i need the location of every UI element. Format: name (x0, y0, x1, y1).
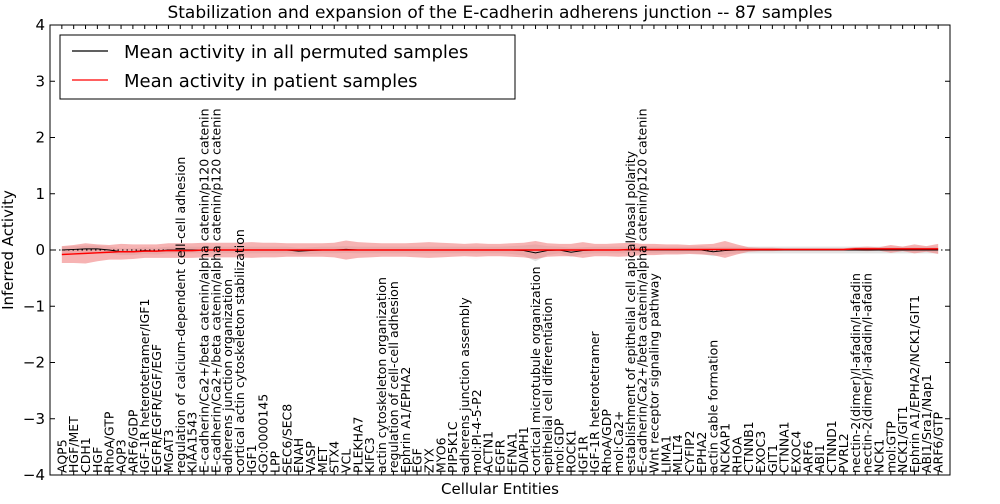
y-tick-label: −4 (23, 466, 45, 484)
x-tick-label: MET (315, 446, 330, 473)
legend-box (59, 34, 516, 100)
x-tick-label: Ephrin A1/EPHA2 (398, 367, 413, 473)
x-tick-label: EFNA1 (504, 432, 519, 473)
band-patient (61, 240, 939, 264)
x-tick-label: EXOC3 (753, 431, 768, 473)
x-tick-label: DIAPH1 (516, 426, 531, 473)
x-tick-label: RhoA/GDP (599, 409, 614, 473)
x-tick-label: NCK1 (871, 439, 886, 473)
x-tick-label: CYFIP2 (682, 430, 697, 473)
x-tick-label: IGF1R (575, 435, 590, 473)
x-tick-label: SEC6/SEC8 (279, 404, 294, 473)
x-tick-label: PIP5K1C (445, 421, 460, 473)
y-tick-label: 0 (35, 241, 45, 259)
x-tick-label: cortical microtubule organization (528, 266, 543, 473)
x-tick-label: RHOA (729, 436, 744, 473)
x-tick-label: NCKAP1 (718, 423, 733, 473)
x-tick-label: ZYX (421, 448, 436, 473)
x-tick-label: PLEKHA7 (350, 416, 365, 473)
x-tick-label: E-cadherin/Ca2+/beta catenin/alpha caten… (196, 108, 211, 473)
y-axis-label: Inferred Activity (0, 190, 17, 310)
y-tick-label: −1 (23, 297, 45, 315)
x-tick-label: establishment of epithelial cell apical/… (623, 150, 638, 473)
x-tick-label: PVRL2 (836, 433, 851, 473)
y-tick-label: −2 (23, 354, 45, 372)
x-tick-label: Wnt receptor signaling pathway (646, 273, 661, 473)
x-tick-label: EGF (410, 448, 425, 473)
x-tick-label: ABI1 (812, 444, 827, 473)
x-tick-label: IGF-1R heterotetramer/IGF1 (137, 299, 152, 473)
x-tick-label: nectin-2(dimer)/l-afadin/l-afadin (848, 273, 863, 473)
x-tick-label: E-cadherin/Ca2+/beta catenin/alpha caten… (208, 108, 223, 473)
x-tick-label: mol:GDP (552, 418, 567, 473)
y-tick-label: −3 (23, 410, 45, 428)
x-tick-label: VASP (303, 441, 318, 473)
x-tick-label: E-cadherin/Ca2+/beta catenin/alpha caten… (635, 108, 650, 473)
x-tick-label: mol:Ca2+ (611, 411, 626, 473)
legend: Mean activity in all permuted samples Me… (59, 34, 516, 100)
x-tick-label: ENAH (291, 438, 306, 473)
x-tick-label: LIMA1 (658, 435, 673, 473)
x-tick-label: STX4 (327, 441, 342, 473)
x-tick-label: EXOC4 (789, 431, 804, 473)
x-tick-label: NCK1/GIT1 (895, 406, 910, 473)
x-tick-label: regulation of calcium-dependent cell-cel… (173, 157, 188, 473)
x-tick-label: adherens junction organization (220, 279, 235, 473)
x-tick-label: RhoA/GTP (102, 411, 117, 473)
x-tick-label: nectin-2(dimer)/l-afadin/l-afadin (860, 273, 875, 473)
x-tick-label: CDH1 (78, 437, 93, 473)
x-tick-label: KIFC3 (362, 437, 377, 473)
x-tick-label: actin cytoskeleton organization (374, 277, 389, 473)
x-tick-label: IGF-1R heterotetramer (587, 330, 602, 473)
x-tick-label: epithelial cell differentiation (540, 298, 555, 473)
legend-label-permuted: Mean activity in all permuted samples (124, 42, 468, 63)
x-axis-label: Cellular Entities (441, 480, 559, 498)
y-tick-label: 4 (35, 16, 45, 34)
x-tick-label: HGF (90, 447, 105, 473)
y-tick-label: 2 (35, 129, 45, 147)
x-tick-label: GIT1 (765, 444, 780, 473)
x-tick-label: MLLT4 (670, 434, 685, 473)
x-tick-label: IGF1 (244, 444, 259, 473)
x-tick-label: ARF6/GDP (125, 409, 140, 473)
x-tick-label: ACTN1 (481, 431, 496, 473)
x-tick-label: regulation of cell-cell adhesion (386, 281, 401, 473)
y-tick-label: 3 (35, 72, 45, 90)
x-tick-label: GO:0000145 (256, 394, 271, 473)
x-tick-label: ARF6 (800, 441, 815, 473)
x-tick-label: EGFR (493, 439, 508, 473)
x-tick-label: CTNNA1 (777, 421, 792, 473)
series-line-patient (61, 248, 939, 256)
x-tick-label: LPP (268, 450, 283, 473)
x-tick-label: KIAA1543 (185, 412, 200, 473)
x-tick-label: Ephrin A1/EPHA2/NCK1/GIT1 (907, 295, 922, 473)
x-tick-label: VCL (339, 449, 354, 473)
x-tick-label: ABI1/Sra1/Nap1 (919, 374, 934, 473)
x-tick-label: adherens junction assembly (457, 297, 472, 473)
x-tick-label: mol:GTP (883, 421, 898, 473)
x-tick-label: mol:PI-4-5-P2 (469, 389, 484, 473)
x-tick-label: MYO6 (433, 437, 448, 473)
x-tick-label: EPHA2 (694, 432, 709, 473)
chart-title: Stabilization and expansion of the E-cad… (167, 3, 832, 23)
x-tick-label: AQP3 (114, 439, 129, 473)
x-tick-label: cortical actin cytoskeleton stabilizatio… (232, 229, 247, 473)
legend-label-patient: Mean activity in patient samples (124, 71, 418, 92)
plot-area: −4−3−2−101234AQP5HGF/METCDH1HGFRhoA/GTPA… (23, 16, 950, 484)
x-tick-label: EGFR/EGFR/EGF/EGF (149, 344, 164, 473)
x-tick-label: ROCK1 (564, 430, 579, 473)
y-tick-label: 1 (35, 185, 45, 203)
x-tick-label: CTNNB1 (741, 421, 756, 473)
x-tick-label: CTNND1 (824, 420, 839, 473)
x-tick-label: ARF6/GTP (931, 412, 946, 473)
axes-frame (49, 24, 951, 476)
x-tick-label: AQP5 (54, 439, 69, 473)
x-tick-label: actin cable formation (706, 340, 721, 473)
x-tick-label: HGF/MET (66, 416, 81, 473)
x-tick-label: MGAT3 (161, 429, 176, 473)
